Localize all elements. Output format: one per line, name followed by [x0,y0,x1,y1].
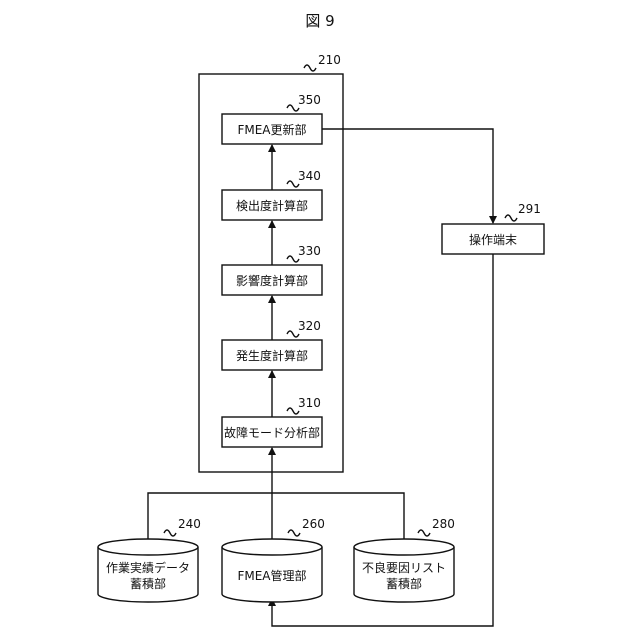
db-fmea-management-label: FMEA管理部 [237,568,306,583]
operation-terminal-label: 操作端末 [469,232,517,247]
block-330-ref: 330 [298,244,321,258]
block-occurrence-calc-label: 発生度計算部 [236,348,308,363]
db-defect-cause-list-label-2: 蓄積部 [386,576,422,591]
db-260-ref: 260 [302,517,325,531]
db-280-leader [418,530,430,536]
block-350-ref: 350 [298,93,321,107]
terminal-291-leader [505,215,517,221]
arrow-350-to-terminal [322,129,493,223]
db-240-leader [164,530,176,536]
block-fmea-update-label: FMEA更新部 [237,122,306,137]
db-240-ref: 240 [178,517,201,531]
block-340-ref: 340 [298,169,321,183]
db-work-results-label-2: 蓄積部 [130,576,166,591]
figure-title: 図 9 [305,12,334,30]
block-detection-calc-label: 検出度計算部 [236,198,308,213]
db-defect-cause-list-label-1: 不良要因リスト [362,560,446,575]
block-failure-mode-analysis-label: 故障モード分析部 [224,425,320,440]
container-210-leader [304,65,316,71]
block-impact-calc-label: 影響度計算部 [236,273,308,288]
db-260-leader [288,530,300,536]
terminal-291-ref: 291 [518,202,541,216]
block-320-ref: 320 [298,319,321,333]
container-210-ref: 210 [318,53,341,67]
db-work-results-label-1: 作業実績データ [106,560,190,575]
db-280-ref: 280 [432,517,455,531]
block-310-ref: 310 [298,396,321,410]
